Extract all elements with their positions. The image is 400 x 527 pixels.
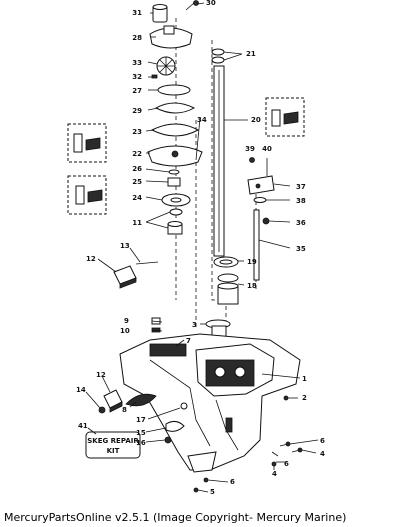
part-water-pump-base[interactable]: [147, 145, 203, 167]
callout-31: 31: [132, 9, 142, 17]
callout-7: 7: [186, 337, 191, 345]
callout-30: 30: [206, 0, 216, 7]
part-screw-17[interactable]: [180, 402, 188, 410]
part-water-pump-housing[interactable]: [149, 25, 193, 49]
part-seal-19[interactable]: [213, 256, 239, 268]
callout-20: 20: [251, 116, 261, 124]
part-shift-shaft[interactable]: [253, 209, 260, 281]
callout-4-middle: 4: [272, 470, 277, 478]
part-shift-bushing[interactable]: [262, 217, 270, 225]
callout-3: 3: [192, 321, 197, 329]
part-plug-15[interactable]: [165, 420, 185, 432]
part-screws-bottom[interactable]: [193, 477, 209, 493]
part-washer-16[interactable]: [164, 436, 172, 444]
callout-6-bottom: 6: [230, 478, 235, 486]
part-driveshaft-seal[interactable]: [211, 48, 225, 64]
callout-37: 37: [296, 183, 306, 191]
callout-33: 33: [132, 59, 142, 67]
part-anode-block-upper[interactable]: [113, 265, 137, 289]
part-bearing-18[interactable]: [217, 273, 239, 305]
callout-2: 2: [302, 394, 307, 402]
part-oil-seal-carrier[interactable]: [161, 193, 191, 207]
callout-labels: 31 30 28 21 33 32 27 29 34 20 23 22 39 4…: [76, 0, 325, 496]
callout-17: 17: [136, 416, 146, 424]
callout-4-right: 4: [320, 450, 325, 458]
callout-28: 28: [132, 34, 142, 42]
callout-27: 27: [132, 87, 142, 95]
callout-34: 34: [197, 116, 207, 124]
callout-38: 38: [296, 197, 306, 205]
part-pin-2[interactable]: [283, 395, 289, 401]
part-shift-hardware[interactable]: [249, 157, 268, 177]
callout-12-upper: 12: [86, 255, 96, 263]
part-cap[interactable]: [152, 4, 168, 23]
part-stud-bolt[interactable]: [135, 261, 159, 265]
callout-25: 25: [132, 178, 142, 186]
callout-36: 36: [296, 219, 306, 227]
part-gasket-middle[interactable]: [150, 123, 200, 137]
part-oil-seal[interactable]: [167, 177, 181, 187]
callout-5: 5: [210, 488, 215, 496]
callout-16: 16: [136, 439, 146, 447]
callout-40: 40: [262, 145, 272, 153]
inset-detail-upper-right: [265, 97, 305, 137]
callout-39: 39: [245, 145, 255, 153]
part-gear-housing[interactable]: [119, 333, 301, 473]
skeg-repair-kit-box: SKEG REPAIR KIT: [85, 431, 141, 459]
part-screws-right[interactable]: [271, 441, 303, 467]
callout-14: 14: [76, 386, 86, 394]
callout-8: 8: [122, 406, 127, 414]
kit-box-line1: SKEG REPAIR: [87, 437, 139, 445]
callout-6-right: 6: [320, 437, 325, 445]
callout-32: 32: [132, 73, 142, 81]
callout-22: 22: [132, 150, 142, 158]
callout-12-lower: 12: [96, 371, 106, 379]
part-screw-top[interactable]: [185, 0, 199, 11]
part-shift-shaft-ring[interactable]: [253, 197, 267, 203]
part-driveshaft[interactable]: [213, 65, 225, 257]
callout-9: 9: [124, 317, 129, 325]
callout-10: 10: [120, 327, 130, 335]
part-impeller[interactable]: [156, 56, 176, 76]
callout-24: 24: [132, 194, 142, 202]
part-gasket-upper[interactable]: [157, 84, 191, 96]
part-bolt-long[interactable]: [195, 117, 201, 161]
callout-35: 35: [296, 245, 306, 253]
part-bearing-stack[interactable]: [167, 208, 183, 235]
callout-23: 23: [132, 128, 142, 136]
part-trim-tab[interactable]: [125, 393, 157, 407]
part-impeller-key[interactable]: [151, 74, 158, 79]
callout-26: 26: [132, 165, 142, 173]
callout-41: 41: [78, 422, 88, 430]
callout-18: 18: [247, 282, 257, 290]
part-shift-coupler[interactable]: [247, 175, 275, 195]
callout-11: 11: [132, 219, 142, 227]
inset-detail-left-lower: [67, 175, 107, 215]
callout-21: 21: [246, 50, 256, 58]
part-screw-14[interactable]: [98, 406, 106, 414]
callout-13: 13: [120, 242, 130, 250]
inset-detail-left-upper: [67, 123, 107, 163]
part-face-plate[interactable]: [154, 102, 196, 114]
callout-leader-lines: [85, 2, 319, 493]
callout-29: 29: [132, 107, 142, 115]
part-o-ring[interactable]: [168, 169, 180, 175]
callout-1: 1: [302, 375, 307, 383]
callout-19: 19: [247, 258, 257, 266]
callout-15: 15: [136, 429, 146, 437]
image-caption: MercuryPartsOnline v2.5.1 (Image Copyrig…: [4, 511, 347, 524]
kit-box-line2: KIT: [107, 447, 120, 455]
part-anode-block-lower[interactable]: [103, 389, 123, 413]
callout-6-middle: 6: [284, 460, 289, 468]
